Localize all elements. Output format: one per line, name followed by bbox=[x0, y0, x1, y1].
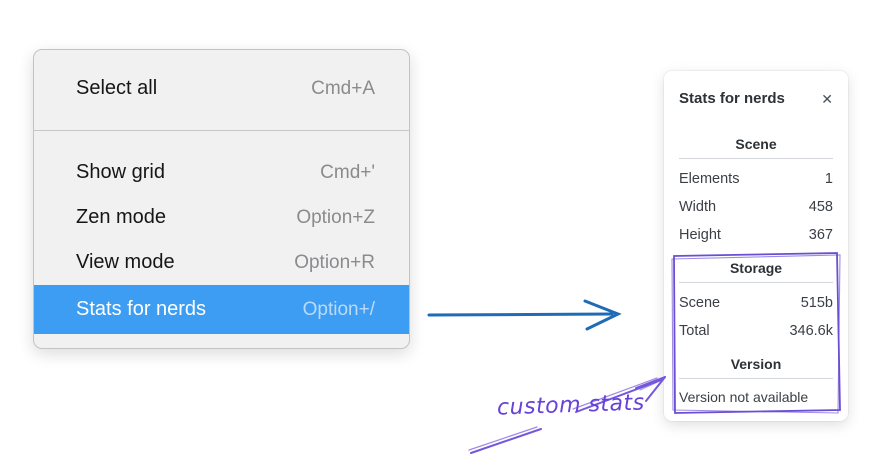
stat-value: 346.6k bbox=[789, 323, 833, 339]
section-heading: Scene bbox=[735, 136, 777, 152]
menu-item-shortcut: Cmd+A bbox=[311, 77, 375, 99]
stat-label: Height bbox=[679, 227, 721, 243]
menu-item-view-mode[interactable]: View mode Option+R bbox=[34, 240, 409, 285]
stat-label: Scene bbox=[679, 295, 721, 311]
stats-panel: Stats for nerds ✕ Scene Elements 1 Width… bbox=[664, 71, 848, 421]
section-divider bbox=[679, 282, 833, 283]
section-divider bbox=[679, 378, 833, 379]
menu-item-zen-mode[interactable]: Zen mode Option+Z bbox=[34, 195, 409, 240]
stat-row-elements: Elements 1 bbox=[679, 165, 833, 193]
stat-row-width: Width 458 bbox=[679, 193, 833, 221]
menu-item-label: Zen mode bbox=[76, 206, 167, 228]
menu-item-shortcut: Option+R bbox=[294, 251, 375, 273]
menu-item-label: Stats for nerds bbox=[76, 298, 207, 320]
section-version: Version Version not available bbox=[679, 355, 833, 409]
menu-item-show-grid[interactable]: Show grid Cmd+' bbox=[34, 150, 409, 195]
close-icon[interactable]: ✕ bbox=[821, 91, 833, 107]
section-storage: Storage Scene 515b Total 346.6k bbox=[679, 259, 833, 345]
menu-item-stats-for-nerds[interactable]: Stats for nerds Option+/ bbox=[34, 285, 409, 334]
stat-label: Total bbox=[679, 323, 710, 339]
stat-row-height: Height 367 bbox=[679, 221, 833, 249]
menu-item-shortcut: Option+Z bbox=[296, 206, 375, 228]
menu-item-shortcut: Option+/ bbox=[302, 298, 375, 320]
version-note: Version not available bbox=[679, 389, 809, 405]
stat-row-total-storage: Total 346.6k bbox=[679, 317, 833, 345]
stats-panel-header: Stats for nerds ✕ bbox=[679, 89, 833, 109]
menu-divider bbox=[34, 130, 409, 131]
section-heading: Storage bbox=[729, 260, 783, 276]
stat-value: 458 bbox=[808, 199, 833, 215]
stat-row-scene-storage: Scene 515b bbox=[679, 289, 833, 317]
menu-item-label: View mode bbox=[76, 251, 175, 273]
stat-label: Width bbox=[679, 199, 717, 215]
menu-item-shortcut: Cmd+' bbox=[320, 161, 375, 183]
section-heading: Version bbox=[730, 356, 782, 372]
flow-arrow bbox=[427, 299, 622, 331]
stat-value: 515b bbox=[800, 295, 833, 311]
stat-value: 1 bbox=[824, 171, 833, 187]
section-divider bbox=[679, 158, 833, 159]
menu-item-label: Select all bbox=[76, 77, 158, 99]
stat-label: Elements bbox=[679, 171, 740, 187]
panel-title: Stats for nerds bbox=[679, 90, 785, 107]
menu-item-select-all[interactable]: Select all Cmd+A bbox=[34, 66, 409, 111]
context-menu: Select all Cmd+A Show grid Cmd+' Zen mod… bbox=[33, 49, 410, 349]
annotation-label: custom stats bbox=[496, 390, 646, 421]
menu-item-label: Show grid bbox=[76, 161, 165, 183]
section-scene: Scene Elements 1 Width 458 Height 367 bbox=[679, 135, 833, 249]
stat-value: 367 bbox=[808, 227, 833, 243]
